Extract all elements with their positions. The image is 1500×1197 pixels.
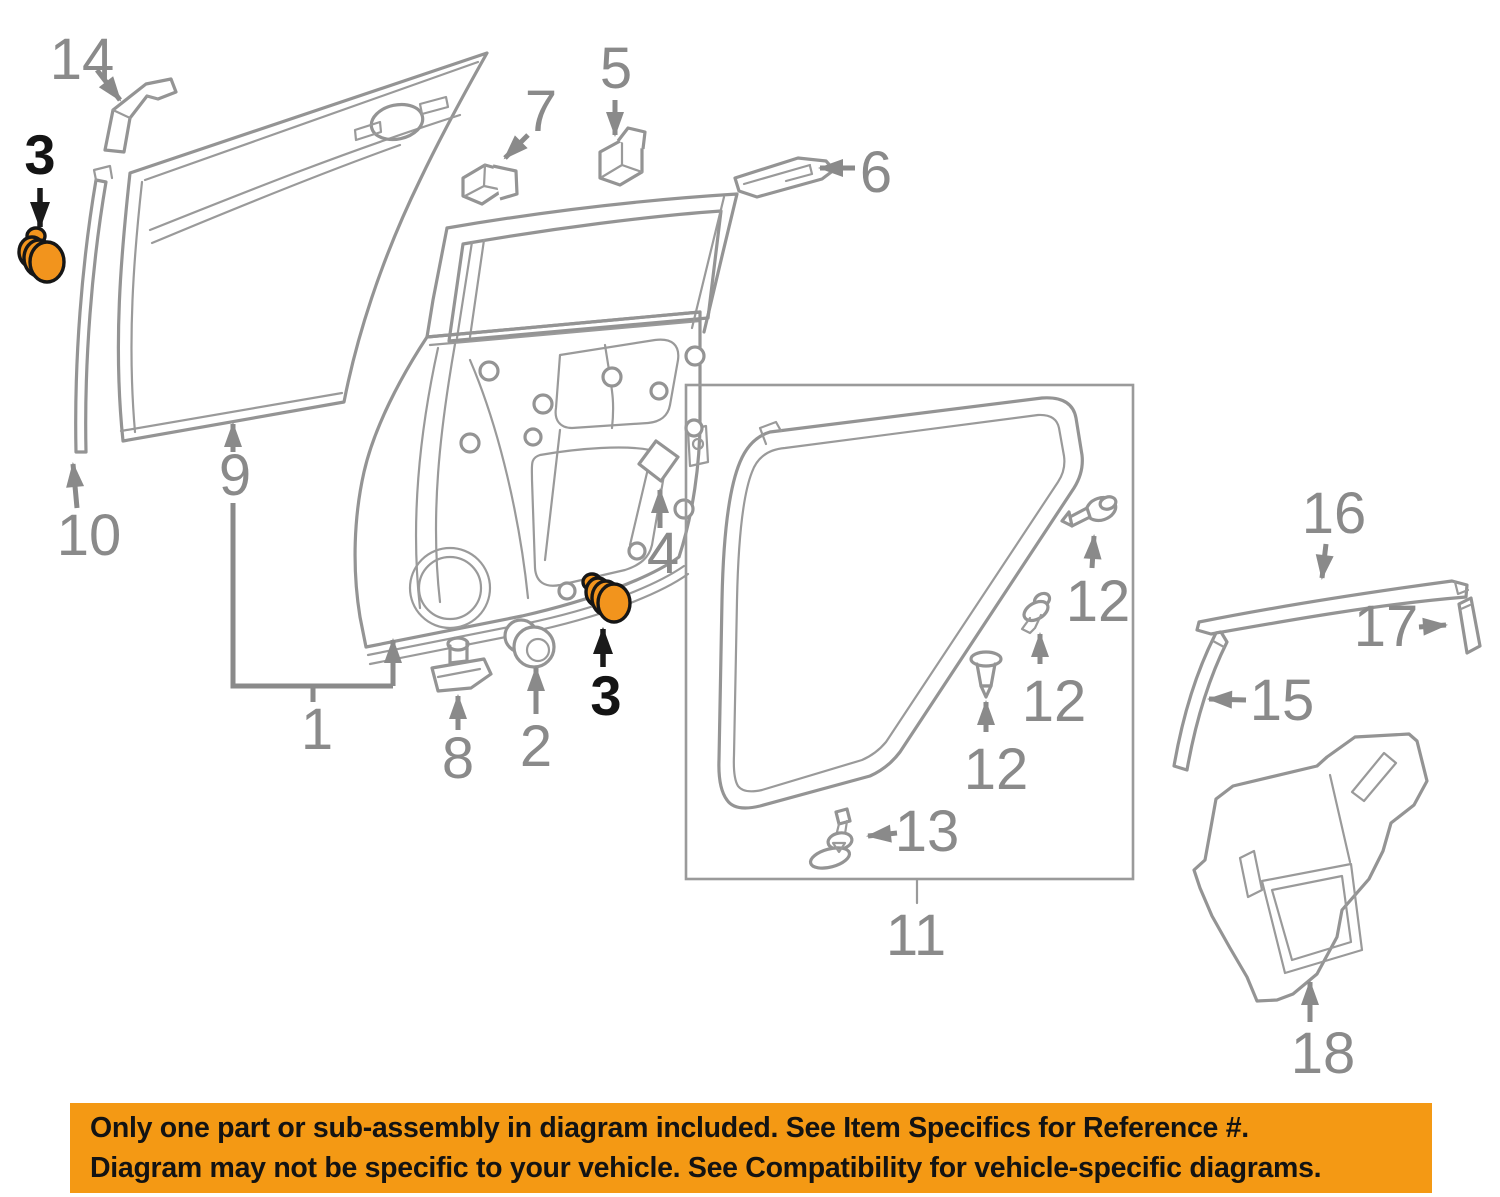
callout-6: 6 [860, 140, 892, 205]
callout-4: 4 [647, 521, 679, 586]
clip-13 [808, 807, 854, 870]
callout-12c: 12 [964, 737, 1029, 802]
door-inner-panel [353, 192, 739, 666]
door-handle [353, 95, 450, 142]
leader-arrow-14 [95, 68, 122, 102]
callout-18: 18 [1291, 1021, 1356, 1086]
highlighted-fastener-3b [581, 572, 632, 624]
service-cover-18 [1192, 732, 1429, 1003]
callout-7: 7 [525, 79, 557, 144]
molding-16 [1195, 579, 1470, 636]
pad-4 [637, 439, 680, 483]
callout-5: 5 [600, 36, 632, 101]
callout-3a: 3 [24, 123, 55, 186]
leader-bracket-1 [230, 503, 393, 702]
door-outer-panel [116, 51, 489, 443]
callout-1: 1 [301, 697, 333, 762]
callout-15: 15 [1250, 668, 1315, 733]
pin-12a [1060, 495, 1118, 528]
callout-9: 9 [219, 443, 251, 508]
leader-lines [30, 68, 1448, 1022]
clip-5 [598, 126, 647, 187]
callout-17: 17 [1354, 594, 1419, 659]
callout-13: 13 [895, 799, 960, 864]
callout-3b: 3 [590, 664, 621, 727]
weatherstrip-box-11 [684, 383, 1135, 905]
highlighted-fastener-3a [17, 226, 66, 284]
callout-10: 10 [57, 503, 122, 568]
strip-17 [1457, 596, 1482, 655]
clip-12b [1020, 591, 1052, 635]
leader-arrow-16 [1315, 543, 1334, 580]
callout-2: 2 [520, 714, 552, 779]
bolt-holes [459, 345, 706, 601]
callout-16: 16 [1302, 481, 1367, 546]
leader-arrow-15 [1207, 690, 1247, 709]
clip-14 [103, 77, 178, 154]
callout-12a: 12 [1066, 569, 1131, 634]
clip-7 [461, 163, 519, 206]
door-frame-strip-10 [74, 164, 114, 454]
callout-14: 14 [50, 27, 115, 92]
leader-arrow-17 [1418, 617, 1448, 636]
banner-line-2: Diagram may not be specific to your vehi… [90, 1152, 1322, 1184]
callout-8: 8 [442, 726, 474, 791]
banner-line-1: Only one part or sub-assembly in diagram… [90, 1112, 1249, 1144]
disclaimer-banner: Only one part or sub-assembly in diagram… [70, 1103, 1432, 1193]
leader-arrow-12a [1083, 534, 1102, 569]
leader-arrow-13 [866, 824, 898, 843]
plug-8 [430, 636, 493, 693]
grommet-2 [503, 618, 556, 669]
leader-arrow-7 [503, 133, 530, 160]
leader-arrow-10 [66, 462, 85, 509]
rivet-12c [969, 650, 1003, 699]
callout-12b: 12 [1022, 669, 1087, 734]
run-strip-15 [1172, 630, 1229, 772]
retainer-6 [733, 156, 836, 199]
door-weatherstrip-seal [717, 396, 1084, 810]
callout-11: 11 [886, 903, 946, 968]
callout-labels: 14 3 7 5 6 9 10 1 8 2 3 4 12 12 12 13 11… [24, 27, 1418, 1086]
